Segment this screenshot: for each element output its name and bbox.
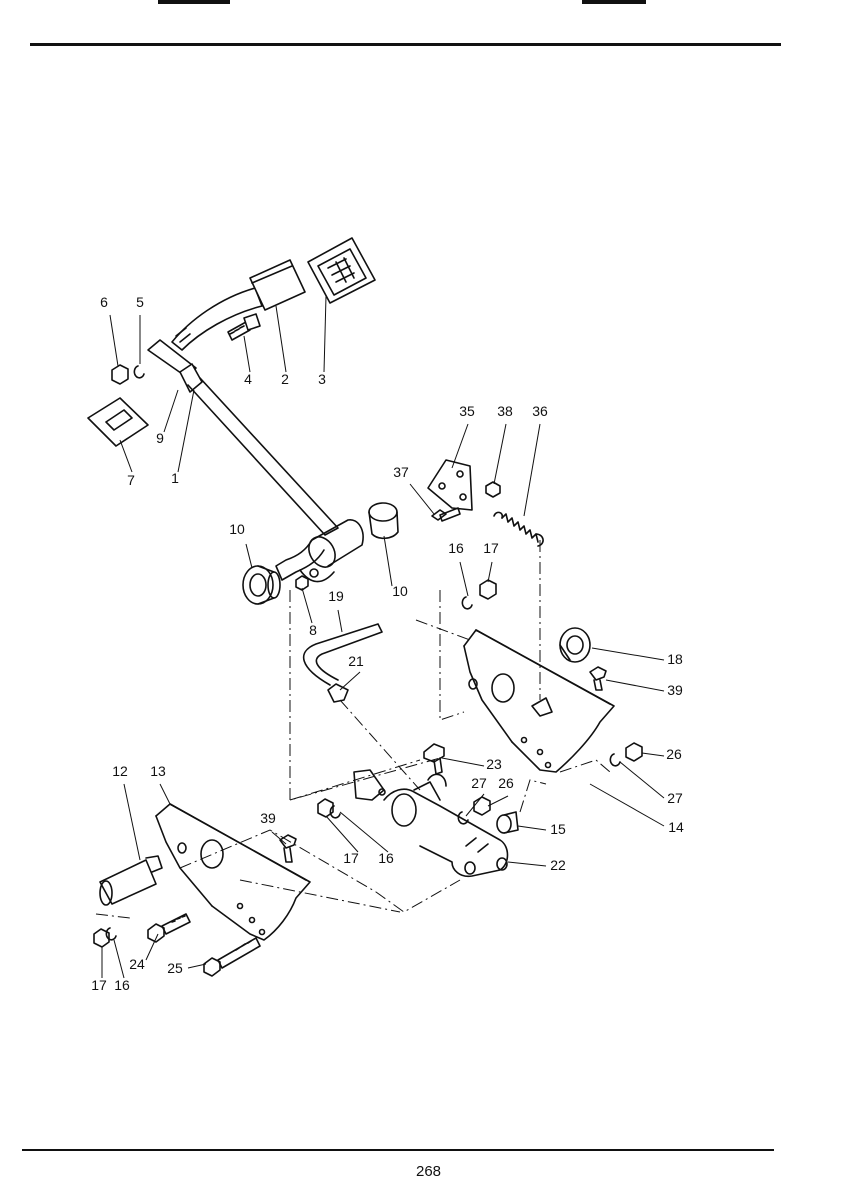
rod-19-part (302, 623, 383, 686)
spring-36-part (493, 511, 544, 547)
nut-6-part (111, 364, 129, 385)
callout-10: 10 (229, 521, 245, 537)
callout-35: 35 (459, 403, 475, 419)
bolt-39-right-part (589, 666, 607, 691)
clevis-21-part (327, 683, 349, 703)
page-number: 268 (415, 1163, 442, 1180)
leader-lines (101, 295, 665, 979)
header-rule (30, 43, 781, 46)
callout-14: 14 (668, 819, 684, 835)
callout-9: 9 (156, 430, 164, 446)
brake-lever-1-part (147, 339, 339, 583)
callout-17: 17 (343, 850, 359, 866)
bleeder-23-part (423, 743, 445, 775)
bolt-39-lower-part (279, 834, 297, 863)
callout-7: 7 (127, 472, 135, 488)
callout-16: 16 (448, 540, 464, 556)
bracket-35-part (427, 459, 473, 511)
callout-5: 5 (136, 294, 144, 310)
callout-25: 25 (167, 960, 183, 976)
callout-18: 18 (667, 651, 683, 667)
callout-19: 19 (328, 588, 344, 604)
nut-8-part (295, 575, 309, 591)
bushing-15-part (496, 811, 519, 834)
header-mark-right (582, 0, 646, 4)
nut-26-right-part (625, 742, 643, 762)
nut-26-mid-part (473, 796, 491, 816)
callout-21: 21 (348, 653, 364, 669)
callout-4: 4 (244, 371, 252, 387)
bolt-24-part (147, 913, 191, 943)
ring-16-mid-part (329, 805, 341, 819)
footer-rule (22, 1149, 774, 1151)
callout-24: 24 (129, 956, 145, 972)
rubber-pad-7-part (87, 397, 149, 447)
bracket-plate-14-part (463, 629, 615, 773)
bolt-4-part (227, 313, 261, 341)
nut-38-part (485, 481, 501, 498)
callout-12: 12 (112, 763, 128, 779)
callout-37: 37 (393, 464, 409, 480)
callout-17: 17 (483, 540, 499, 556)
header-mark-left (158, 0, 230, 4)
pin-12-part (99, 855, 163, 906)
nut-17-upper-part (479, 579, 497, 600)
callout-27: 27 (471, 775, 487, 791)
pedal-pad-part (307, 237, 376, 304)
callout-39: 39 (667, 682, 683, 698)
ring-16-upper-part (461, 596, 473, 610)
grommet-18-part (559, 627, 591, 663)
callout-1: 1 (171, 470, 179, 486)
callout-39: 39 (260, 810, 276, 826)
bolt-37-part (431, 507, 461, 522)
lower-bracket-13-part (155, 803, 311, 941)
callout-23: 23 (486, 756, 502, 772)
bolt-25-part (203, 937, 261, 977)
callout-26: 26 (498, 775, 514, 791)
callout-15: 15 (550, 821, 566, 837)
callout-10: 10 (392, 583, 408, 599)
callout-17: 17 (91, 977, 107, 993)
washer-5-part (133, 365, 145, 379)
ring-16-lower-part (105, 927, 117, 941)
assembly-lines (95, 540, 611, 919)
callout-6: 6 (100, 294, 108, 310)
callout-2: 2 (281, 371, 289, 387)
callout-13: 13 (150, 763, 166, 779)
nut-17-lower-part (93, 928, 110, 948)
washer-27-mid-part (457, 811, 469, 825)
nut-17-mid-part (317, 798, 334, 818)
callout-22: 22 (550, 857, 566, 873)
callout-38: 38 (497, 403, 513, 419)
callout-27: 27 (667, 790, 683, 806)
master-cylinder-22-part (353, 769, 509, 878)
washer-27-right-part (609, 753, 621, 767)
callout-26: 26 (666, 746, 682, 762)
pivot-boss-part (308, 519, 364, 568)
callout-3: 3 (318, 371, 326, 387)
callout-36: 36 (532, 403, 548, 419)
pedal-arm-part (171, 259, 306, 351)
bushing-10-left-part (242, 565, 281, 605)
callout-16: 16 (378, 850, 394, 866)
callout-16: 16 (114, 977, 130, 993)
callout-8: 8 (309, 622, 317, 638)
bushing-10-right-part (368, 502, 399, 540)
